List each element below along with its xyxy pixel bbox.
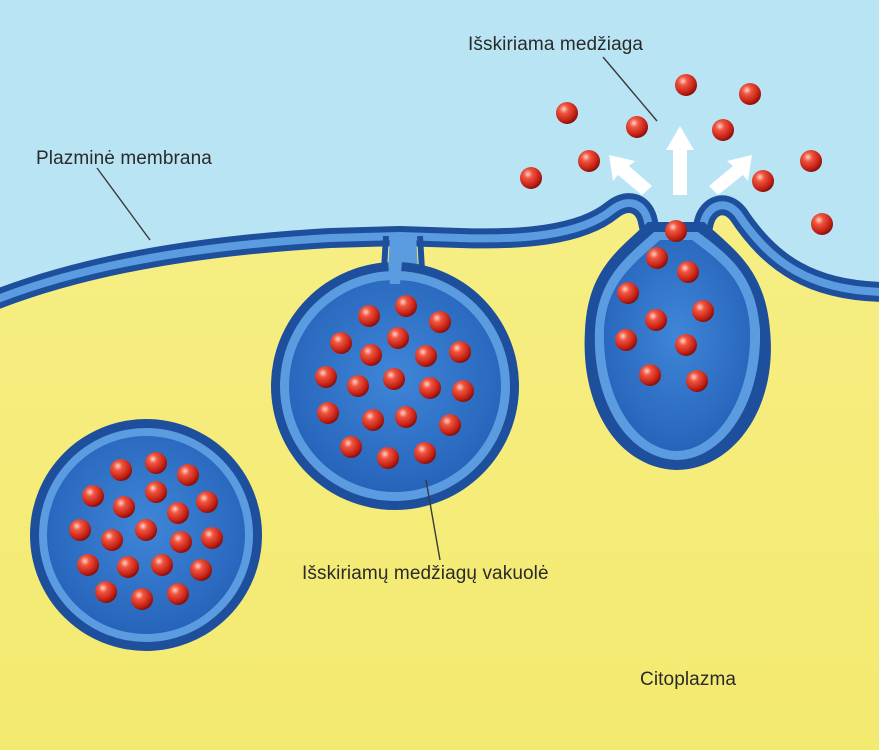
label-secretory-vacuole: Išskiriamų medžiagų vakuolė — [302, 563, 549, 584]
particle — [358, 305, 380, 327]
particle — [170, 531, 192, 553]
particle — [82, 485, 104, 507]
particle — [739, 83, 761, 105]
particle — [151, 554, 173, 576]
particle — [77, 554, 99, 576]
plasma-membrane-inner — [0, 199, 879, 303]
leader-line-substance — [602, 56, 658, 122]
particle — [675, 74, 697, 96]
particle — [315, 366, 337, 388]
particle — [201, 527, 223, 549]
particle — [752, 170, 774, 192]
particle — [578, 150, 600, 172]
particle — [639, 364, 661, 386]
particle — [383, 368, 405, 390]
particle — [101, 529, 123, 551]
particle — [617, 282, 639, 304]
particle — [362, 409, 384, 431]
particle — [675, 334, 697, 356]
particle — [811, 213, 833, 235]
particle — [556, 102, 578, 124]
particle — [395, 295, 417, 317]
particle — [449, 341, 471, 363]
particle — [626, 116, 648, 138]
particle — [330, 332, 352, 354]
particle — [686, 370, 708, 392]
particle — [520, 167, 542, 189]
particle — [360, 344, 382, 366]
release-arrows — [609, 126, 752, 195]
particle — [800, 150, 822, 172]
particle — [677, 261, 699, 283]
particle — [645, 309, 667, 331]
label-plasma-membrane: Plazminė membrana — [36, 148, 212, 169]
arrow-up-left-icon — [609, 155, 652, 195]
particle — [167, 502, 189, 524]
label-secreted-substance: Išskiriama medžiaga — [468, 34, 644, 55]
particle — [429, 311, 451, 333]
leader-line-membrane — [96, 167, 151, 241]
particle — [415, 345, 437, 367]
particle — [615, 329, 637, 351]
particle — [340, 436, 362, 458]
particle — [414, 442, 436, 464]
particle — [452, 380, 474, 402]
particle — [145, 452, 167, 474]
particle — [419, 377, 441, 399]
particle — [190, 559, 212, 581]
particle — [712, 119, 734, 141]
particle — [646, 247, 668, 269]
particles — [69, 74, 833, 610]
particle — [665, 220, 687, 242]
particle — [135, 519, 157, 541]
particle — [110, 459, 132, 481]
particle — [692, 300, 714, 322]
particle — [395, 406, 417, 428]
particle — [131, 588, 153, 610]
particle — [69, 519, 91, 541]
particle — [145, 481, 167, 503]
arrow-up-right-icon — [709, 155, 752, 195]
particle — [167, 583, 189, 605]
particle — [439, 414, 461, 436]
label-cytoplasm: Citoplazma — [640, 669, 737, 690]
particle — [317, 402, 339, 424]
particle — [387, 327, 409, 349]
particle — [113, 496, 135, 518]
arrow-up-icon — [666, 126, 694, 195]
particle — [347, 375, 369, 397]
particle — [196, 491, 218, 513]
particle — [95, 581, 117, 603]
particle — [377, 447, 399, 469]
particle — [177, 464, 199, 486]
leader-line-vacuole — [425, 479, 441, 561]
particle — [117, 556, 139, 578]
